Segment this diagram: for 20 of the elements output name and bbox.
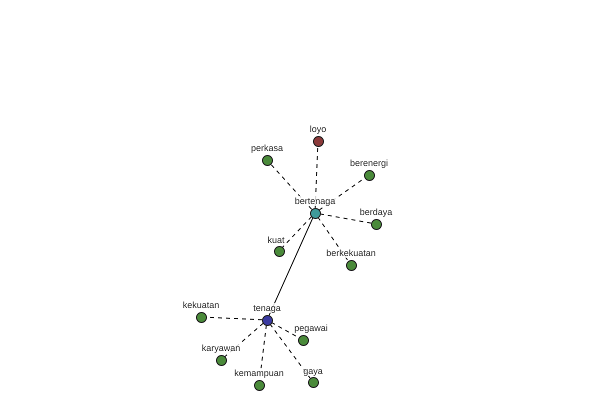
node-label: gaya (303, 366, 323, 376)
connector-line (270, 163, 312, 210)
node-label: kemampuan (234, 368, 284, 378)
node-label: berdaya (360, 207, 392, 217)
connector-line (317, 216, 349, 262)
node-label: loyo (310, 124, 326, 134)
connector-line (268, 217, 314, 316)
connector-line (282, 216, 312, 248)
node-label: kuat (268, 235, 284, 245)
node-label: perkasa (250, 143, 284, 153)
node-label: bertenaga (294, 196, 336, 206)
node-label: tenaga (253, 303, 281, 313)
node-label: berenergi (350, 158, 388, 168)
node-label: kekuatan (182, 300, 220, 310)
connector-line (319, 213, 372, 224)
connector-line (314, 146, 318, 208)
node-label: pegawai (294, 323, 328, 333)
node-label: karyawan (202, 343, 240, 353)
node-label: berkekuatan (326, 248, 376, 258)
connector-line (269, 324, 311, 378)
